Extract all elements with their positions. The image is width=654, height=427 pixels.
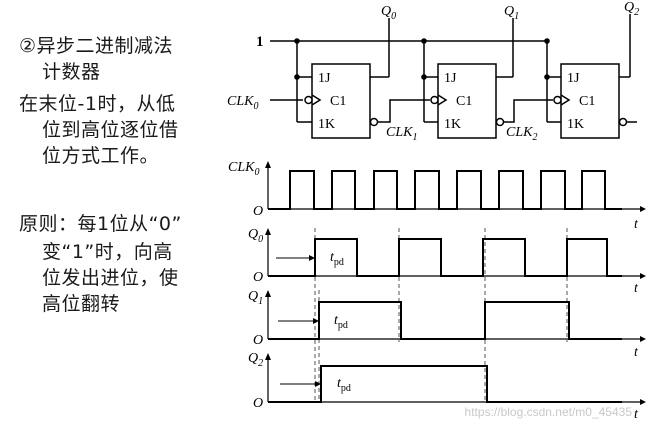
- time-axis-label-clk0: t: [634, 217, 639, 232]
- clk1-label: CLK1: [386, 125, 417, 143]
- ff1-c-label: C1: [456, 94, 472, 109]
- heading-line-1: ②异步二进制减法: [19, 35, 174, 57]
- ff1-k-label: 1K: [444, 117, 461, 132]
- time-axis-label-q1: t: [634, 345, 639, 360]
- circuit-junction-dots: [294, 38, 550, 80]
- q1-output-label: Q1: [504, 4, 519, 22]
- timing-q0-label: Q0: [248, 227, 263, 245]
- origin-label-q1: O: [253, 333, 263, 348]
- time-axis-label-q2: t: [634, 407, 639, 422]
- ff2-c-label: C1: [579, 94, 595, 109]
- watermark: https://blog.csdn.net/m0_45435: [464, 405, 632, 419]
- timing-axes: [265, 161, 646, 405]
- ff0-k-label: 1K: [318, 117, 335, 132]
- origin-label-q2: O: [253, 396, 263, 411]
- explanation-panel: ②异步二进制减法 计数器 在末位-1时，从低 位到高位逐位借 位方式工作。 原则…: [0, 0, 228, 427]
- time-axis-label-q0: t: [634, 281, 639, 296]
- heading-line-2: 计数器: [42, 61, 101, 83]
- principle-line-4: 高位翻转: [42, 293, 121, 315]
- q0-output-label: Q0: [381, 4, 396, 22]
- timing-q1-label: Q1: [248, 289, 263, 307]
- q0-waveform: [268, 238, 622, 277]
- ff2-k-label: 1K: [567, 117, 584, 132]
- clk2-label: CLK2: [506, 125, 537, 143]
- principle-line-1: 原则：每1位从“0”: [19, 213, 182, 235]
- principle-line-2: 变“1”时，向高: [42, 241, 173, 263]
- ff0-j-label: 1J: [318, 71, 331, 86]
- logic-circuit: [270, 14, 637, 139]
- description-line-2: 位到高位逐位借: [42, 119, 179, 141]
- ff0-c-label: C1: [330, 94, 346, 109]
- timing-q2-label: Q2: [248, 351, 263, 369]
- description-line-3: 位方式工作。: [42, 145, 160, 167]
- q2-waveform: [268, 365, 622, 403]
- constant-one-label: 1: [256, 34, 264, 50]
- origin-label-clk0: O: [253, 204, 263, 219]
- tpd-label-q1: tpd: [334, 313, 348, 331]
- q2-output-label: Q2: [624, 0, 639, 18]
- tpd-markers: [276, 255, 321, 387]
- tpd-label-q0: tpd: [330, 250, 344, 268]
- q1-waveform: [268, 301, 622, 340]
- clk0-input-label: CLK0: [227, 94, 258, 112]
- origin-label-q0: O: [253, 270, 263, 285]
- tpd-label-q2: tpd: [337, 376, 351, 394]
- timing-clk0-label: CLK0: [228, 160, 259, 178]
- ff1-j-label: 1J: [444, 71, 457, 86]
- clk0-waveform: [268, 170, 622, 210]
- principle-line-3: 位发出进位，使: [42, 267, 179, 289]
- description-line-1: 在末位-1时，从低: [19, 93, 176, 115]
- ff2-j-label: 1J: [567, 71, 580, 86]
